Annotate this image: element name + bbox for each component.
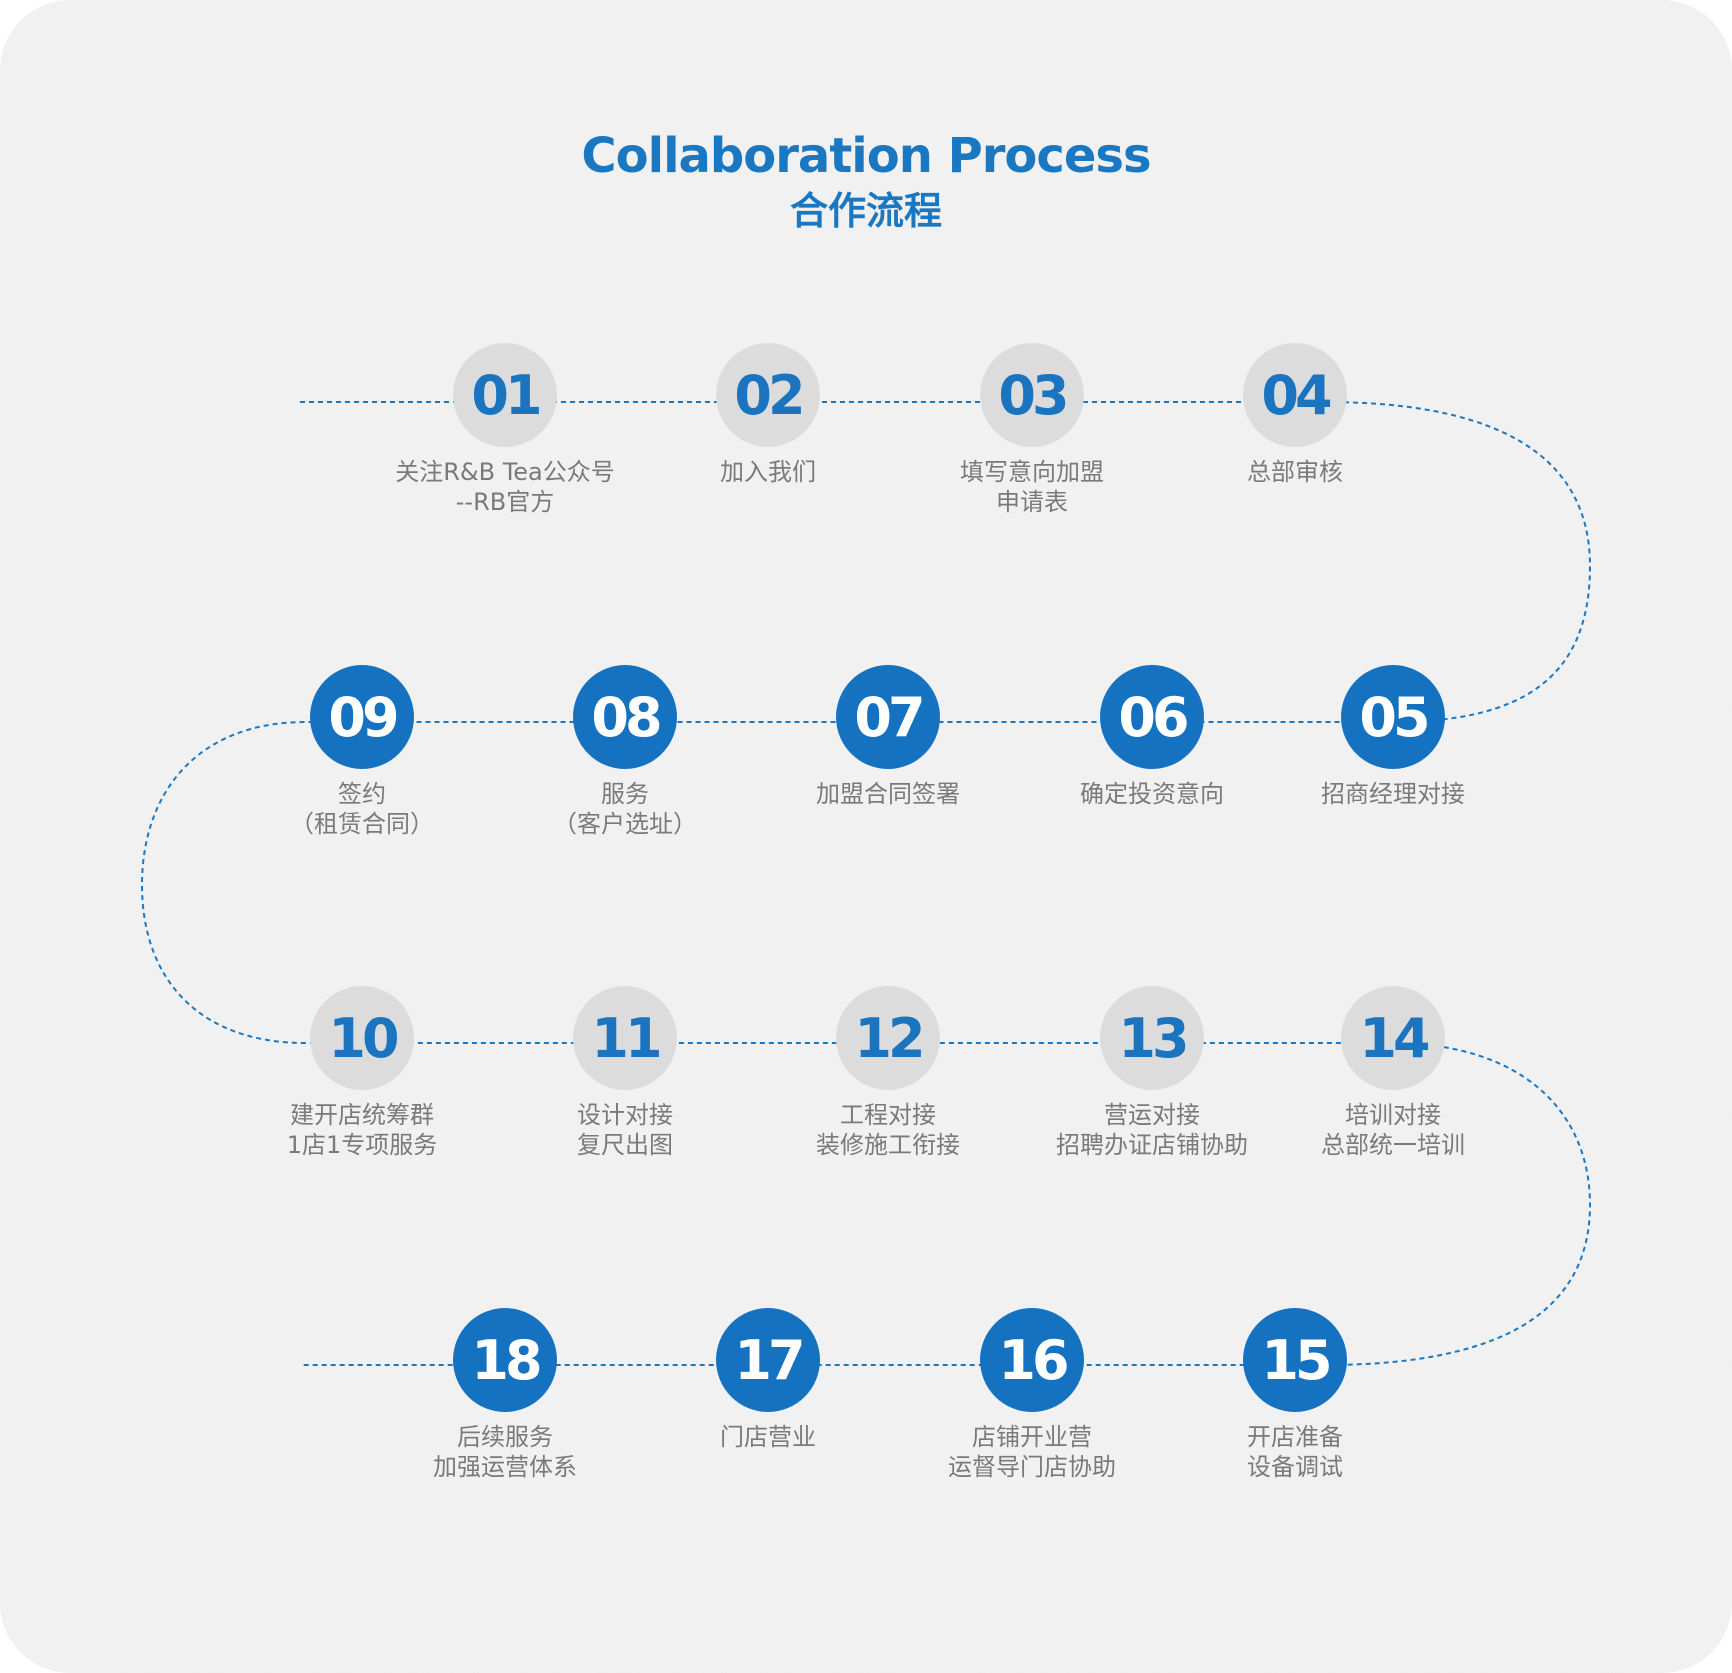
step-label-line: --RB官方 (455, 488, 555, 516)
step-number-badge: 14 (1341, 986, 1445, 1090)
step-12: 12 工程对接装修施工衔接 (738, 986, 1038, 1160)
step-label-line: 复尺出图 (577, 1131, 673, 1159)
step-17: 17 门店营业 (618, 1308, 918, 1452)
step-06: 06 确定投资意向 (1002, 665, 1302, 809)
step-number-badge: 18 (453, 1308, 557, 1412)
step-label-line: 装修施工衔接 (816, 1131, 960, 1159)
step-number-badge: 03 (980, 343, 1084, 447)
step-label-line: 设备调试 (1247, 1453, 1343, 1481)
step-label-line: 建开店统筹群 (290, 1101, 434, 1129)
title-english: Collaboration Process (581, 128, 1151, 184)
step-label-line: 培训对接 (1345, 1101, 1441, 1129)
step-label-line: 确定投资意向 (1080, 780, 1224, 808)
step-07: 07 加盟合同签署 (738, 665, 1038, 809)
step-label: 加盟合同签署 (738, 779, 1038, 809)
step-label: 填写意向加盟申请表 (882, 457, 1182, 517)
step-number-badge: 02 (716, 343, 820, 447)
step-label: 关注R&B Tea公众号--RB官方 (355, 457, 655, 517)
step-02: 02 加入我们 (618, 343, 918, 487)
step-label-line: 签约 (338, 780, 386, 808)
step-18: 18 后续服务加强运营体系 (355, 1308, 655, 1482)
step-04: 04 总部审核 (1145, 343, 1445, 487)
step-13: 13 营运对接招聘办证店铺协助 (1002, 986, 1302, 1160)
step-label: 加入我们 (618, 457, 918, 487)
step-number-badge: 08 (573, 665, 677, 769)
step-label-line: 总部审核 (1247, 458, 1343, 486)
process-path-line (140, 401, 1592, 1366)
step-label: 确定投资意向 (1002, 779, 1302, 809)
step-number-badge: 06 (1100, 665, 1204, 769)
step-label-line: 申请表 (996, 488, 1068, 516)
step-number-badge: 15 (1243, 1308, 1347, 1412)
step-number-badge: 11 (573, 986, 677, 1090)
step-number-badge: 12 (836, 986, 940, 1090)
step-label-line: 服务 (601, 780, 649, 808)
step-label-line: 加盟合同签署 (816, 780, 960, 808)
step-number-badge: 05 (1341, 665, 1445, 769)
step-label-line: 开店准备 (1247, 1423, 1343, 1451)
step-03: 03 填写意向加盟申请表 (882, 343, 1182, 517)
step-number-badge: 13 (1100, 986, 1204, 1090)
step-label-line: 设计对接 (577, 1101, 673, 1129)
step-label-line: 招聘办证店铺协助 (1056, 1131, 1248, 1159)
step-label: 培训对接总部统一培训 (1243, 1100, 1543, 1160)
step-14: 14 培训对接总部统一培训 (1243, 986, 1543, 1160)
step-label-line: 后续服务 (457, 1423, 553, 1451)
step-number-badge: 16 (980, 1308, 1084, 1412)
step-label-line: 加入我们 (720, 458, 816, 486)
step-05: 05 招商经理对接 (1243, 665, 1543, 809)
step-01: 01 关注R&B Tea公众号--RB官方 (355, 343, 655, 517)
step-label-line: 营运对接 (1104, 1101, 1200, 1129)
step-label: 店铺开业营运督导门店协助 (882, 1422, 1182, 1482)
step-08: 08 服务（客户选址） (475, 665, 775, 839)
step-label-line: （客户选址） (553, 810, 697, 838)
title-chinese: 合作流程 (789, 189, 942, 233)
step-number-badge: 09 (310, 665, 414, 769)
step-label: 开店准备设备调试 (1145, 1422, 1445, 1482)
step-16: 16 店铺开业营运督导门店协助 (882, 1308, 1182, 1482)
step-label-line: 填写意向加盟 (960, 458, 1104, 486)
step-11: 11 设计对接复尺出图 (475, 986, 775, 1160)
step-label: 营运对接招聘办证店铺协助 (1002, 1100, 1302, 1160)
step-number-badge: 07 (836, 665, 940, 769)
step-label: 招商经理对接 (1243, 779, 1543, 809)
step-label: 门店营业 (618, 1422, 918, 1452)
step-label-line: 招商经理对接 (1321, 780, 1465, 808)
step-09: 09 签约（租赁合同） (212, 665, 512, 839)
step-15: 15 开店准备设备调试 (1145, 1308, 1445, 1482)
step-number-badge: 01 (453, 343, 557, 447)
step-label-line: （租赁合同） (290, 810, 434, 838)
step-label: 服务（客户选址） (475, 779, 775, 839)
step-label: 总部审核 (1145, 457, 1445, 487)
step-label-line: 总部统一培训 (1321, 1131, 1465, 1159)
step-label-line: 1店1专项服务 (286, 1131, 438, 1159)
step-label: 设计对接复尺出图 (475, 1100, 775, 1160)
step-label-line: 关注R&B Tea公众号 (395, 458, 615, 486)
step-label-line: 运督导门店协助 (948, 1453, 1116, 1481)
step-number-badge: 10 (310, 986, 414, 1090)
step-number-badge: 04 (1243, 343, 1347, 447)
step-label: 签约（租赁合同） (212, 779, 512, 839)
step-number-badge: 17 (716, 1308, 820, 1412)
step-label-line: 门店营业 (720, 1423, 816, 1451)
step-label-line: 店铺开业营 (972, 1423, 1092, 1451)
step-label: 工程对接装修施工衔接 (738, 1100, 1038, 1160)
step-label-line: 工程对接 (840, 1101, 936, 1129)
step-label: 后续服务加强运营体系 (355, 1422, 655, 1482)
step-label-line: 加强运营体系 (433, 1453, 577, 1481)
